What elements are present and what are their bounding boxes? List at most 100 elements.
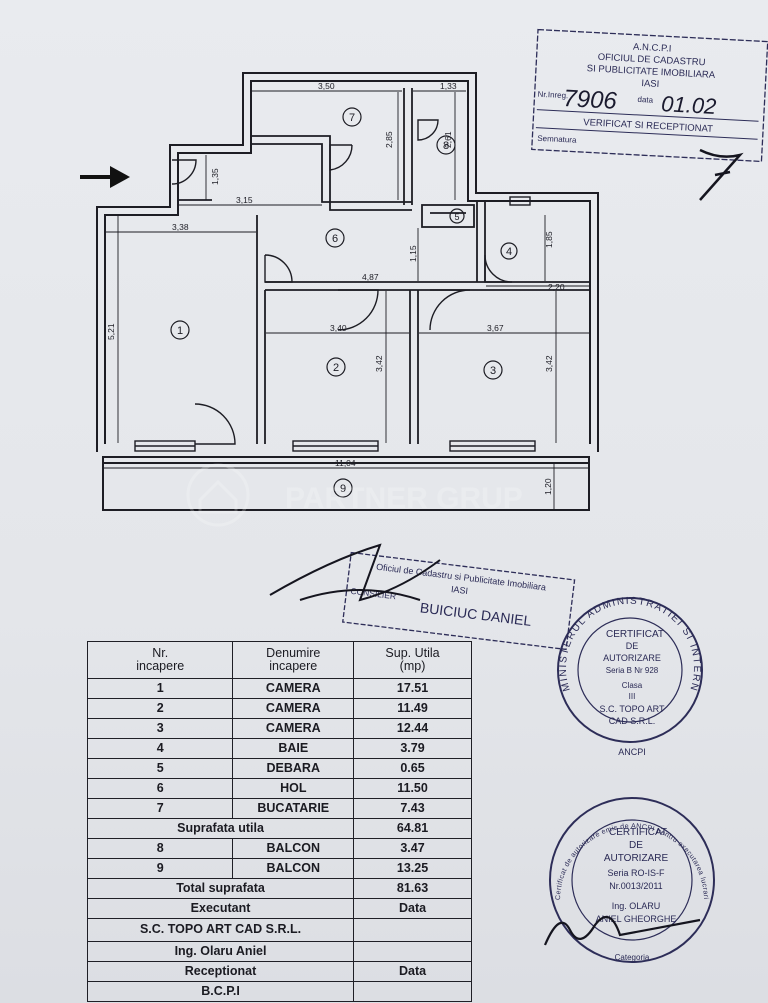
header-nr-line2: incapere	[136, 659, 185, 673]
table-row: 6 HOL 11.50	[86, 778, 472, 799]
ocpi-name: BUICIUC DANIEL	[419, 599, 532, 629]
round-stamp-clasa-val: III	[629, 692, 636, 701]
room-number-2: 2	[333, 362, 339, 374]
bottom-signature	[543, 915, 701, 946]
executant-sign-cell	[353, 941, 472, 962]
round-stamp-clasa: Clasa	[622, 681, 643, 690]
table-row: 3 CAMERA 12.44	[86, 718, 472, 739]
cell-name: HOL	[232, 778, 355, 799]
room-number-5: 5	[454, 212, 459, 222]
dim-label: 1,85	[544, 231, 554, 248]
table-row: 1 CAMERA 17.51	[86, 678, 472, 699]
watermark-text: PARTNER GRUP	[285, 482, 523, 515]
cell-nr: 3	[86, 718, 234, 739]
receptionat-row: Receptionat Data	[86, 961, 472, 982]
header-nr: Nr. incapere	[86, 641, 234, 679]
round-stamp2-certificat: CERTIFICAT	[609, 827, 667, 838]
table-header-row: Nr. incapere Denumire incapere Sup. Util…	[86, 641, 472, 679]
table-row: 4 BAIE 3.79	[86, 738, 472, 759]
executant-label: Executant	[86, 898, 355, 919]
round-stamp-bottom: ANCPI	[618, 747, 646, 757]
cell-area: 3.47	[353, 838, 472, 859]
round-stamp2-serie: Seria RO-IS-F	[607, 868, 665, 878]
dim-label: 2,61	[443, 131, 453, 148]
ocpi-stamp: Oficiul de Cadastru si Publicitate Imobi…	[342, 551, 576, 651]
room-number-4: 4	[506, 246, 512, 258]
cell-area: 13.25	[353, 858, 472, 879]
executant-date-value	[353, 918, 472, 942]
dimension-lines	[104, 90, 589, 509]
cell-nr: 5	[86, 758, 234, 779]
stamp-date-value: 01.02	[661, 91, 717, 119]
cell-area: 12.44	[353, 718, 472, 739]
ocpi-role: CONSILIER	[350, 586, 397, 602]
header-name-line1: Denumire	[266, 645, 321, 660]
useful-area-label: Suprafata utila	[86, 818, 355, 839]
cell-name: CAMERA	[232, 698, 355, 719]
dim-label: 3,50	[318, 81, 335, 91]
round-stamp2-de: DE	[629, 840, 643, 851]
executant-date-label: Data	[353, 898, 472, 919]
table-row: 9 BALCON 13.25	[86, 858, 472, 879]
round-stamp-autorizare: AUTORIZARE	[603, 653, 661, 663]
balcony-9-outline	[102, 456, 590, 511]
dimension-labels: 3,50 1,33 2,85 2,61 1,35 3,15 3,38 5,21 …	[106, 81, 565, 495]
round-stamp2-autorizare: AUTORIZARE	[604, 853, 669, 864]
cell-name: BUCATARIE	[232, 798, 355, 819]
stamp-verified: VERIFICAT SI RECEPTIONAT	[583, 117, 713, 135]
header-name-line2: incapere	[269, 659, 318, 673]
windows	[134, 196, 536, 452]
round-stamp2-name: ANIEL GHEORGHE	[596, 914, 677, 924]
stamp-data-label: data	[637, 95, 654, 105]
cell-name: CAMERA	[232, 678, 355, 699]
dim-label: 4,87	[362, 272, 379, 282]
cell-area: 17.51	[353, 678, 472, 699]
receptionat-date-label: Data	[353, 961, 472, 982]
useful-area-value: 64.81	[353, 818, 472, 839]
room-number-6: 6	[332, 233, 338, 245]
header-name: Denumire incapere	[232, 641, 355, 679]
area-table: Nr. incapere Denumire incapere Sup. Util…	[86, 641, 472, 1002]
cell-area: 0.65	[353, 758, 472, 779]
dim-label: 3,42	[544, 355, 554, 372]
cell-name: BAIE	[232, 738, 355, 759]
round-stamp-firm1: S.C. TOPO ART	[599, 704, 665, 714]
cell-name: BALCON	[232, 838, 355, 859]
header-area-line2: (mp)	[399, 659, 426, 673]
header-area: Sup. Utila (mp)	[353, 641, 472, 679]
dim-label: 1,35	[210, 168, 220, 185]
useful-area-row: Suprafata utila 64.81	[86, 818, 472, 839]
total-area-label: Total suprafata	[86, 878, 355, 899]
receptionat-by: B.C.P.I	[86, 981, 355, 1002]
header-nr-line1: Nr.	[152, 645, 169, 660]
room-number-8: 8	[443, 140, 449, 152]
round-stamp-certificat: CERTIFICAT	[606, 629, 664, 640]
round-stamp-serie: Seria B Nr 928	[606, 666, 659, 675]
dim-label: 1,15	[408, 245, 418, 262]
room-markers	[170, 107, 518, 498]
cell-area: 3.79	[353, 738, 472, 759]
round-stamp-firm2: CAD S.R.L.	[609, 716, 656, 726]
cell-nr: 6	[86, 778, 234, 799]
table-row: 2 CAMERA 11.49	[86, 698, 472, 719]
dim-label: 3,42	[374, 355, 384, 372]
cell-name: CAMERA	[232, 718, 355, 739]
dim-label: 5,21	[106, 323, 116, 340]
round-stamp2-bottom: Categoria	[615, 953, 650, 962]
cell-nr: 1	[86, 678, 234, 699]
door-swings	[171, 119, 513, 445]
executant-company-row: S.C. TOPO ART CAD S.R.L.	[86, 918, 472, 942]
outer-walls	[96, 72, 599, 511]
dim-label: 3,67	[487, 323, 504, 333]
dim-label: 1,20	[543, 478, 553, 495]
cell-nr: 9	[86, 858, 234, 879]
stamp-line: IASI	[641, 78, 660, 90]
entry-arrow	[80, 166, 130, 188]
room-number-7: 7	[349, 112, 355, 124]
middle-signature	[269, 543, 441, 602]
round-stamp2-nr: Nr.0013/2011	[609, 881, 662, 891]
dim-label: 11,04	[335, 458, 356, 468]
round-stamp2-ing: Ing. OLARU	[612, 901, 661, 911]
cell-nr: 7	[86, 798, 234, 819]
watermark: PARTNER GRUP	[186, 463, 523, 527]
